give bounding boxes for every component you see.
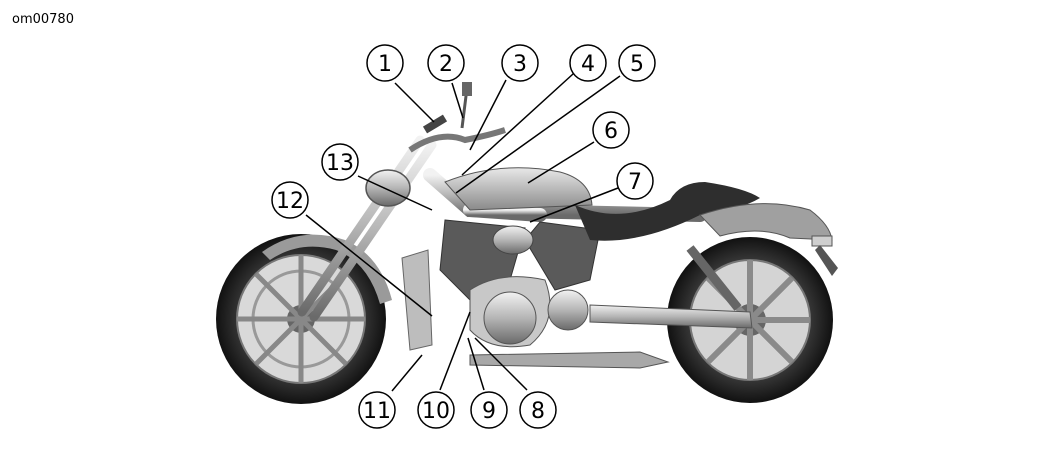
callout-11: 11 <box>358 391 396 429</box>
engine <box>439 219 601 348</box>
callout-2: 2 <box>427 44 465 82</box>
callout-number: 3 <box>513 52 527 77</box>
callout-number: 7 <box>628 170 642 195</box>
callout-number: 10 <box>422 399 450 424</box>
motorcycle-illustration <box>216 82 838 404</box>
callout-number: 9 <box>482 399 496 424</box>
callout-number: 11 <box>363 399 391 424</box>
callout-12: 12 <box>271 181 309 219</box>
callout-number: 12 <box>276 189 304 214</box>
leader-lines <box>305 73 621 392</box>
callout-9: 9 <box>470 391 508 429</box>
callout-5: 5 <box>618 44 656 82</box>
callout-3: 3 <box>501 44 539 82</box>
callout-10: 10 <box>417 391 455 429</box>
callout-number: 5 <box>630 52 644 77</box>
callout-13: 13 <box>321 143 359 181</box>
callout-number: 6 <box>604 119 618 144</box>
callout-number: 1 <box>378 52 392 77</box>
callout-number: 8 <box>531 399 545 424</box>
callout-1: 1 <box>366 44 404 82</box>
figure-code: om00780 <box>12 12 74 27</box>
callout-number: 13 <box>326 151 354 176</box>
callout-4: 4 <box>569 44 607 82</box>
callout-8: 8 <box>519 391 557 429</box>
callout-6: 6 <box>592 111 630 149</box>
callout-number: 4 <box>581 52 595 77</box>
callout-7: 7 <box>616 162 654 200</box>
callout-number: 2 <box>439 52 453 77</box>
